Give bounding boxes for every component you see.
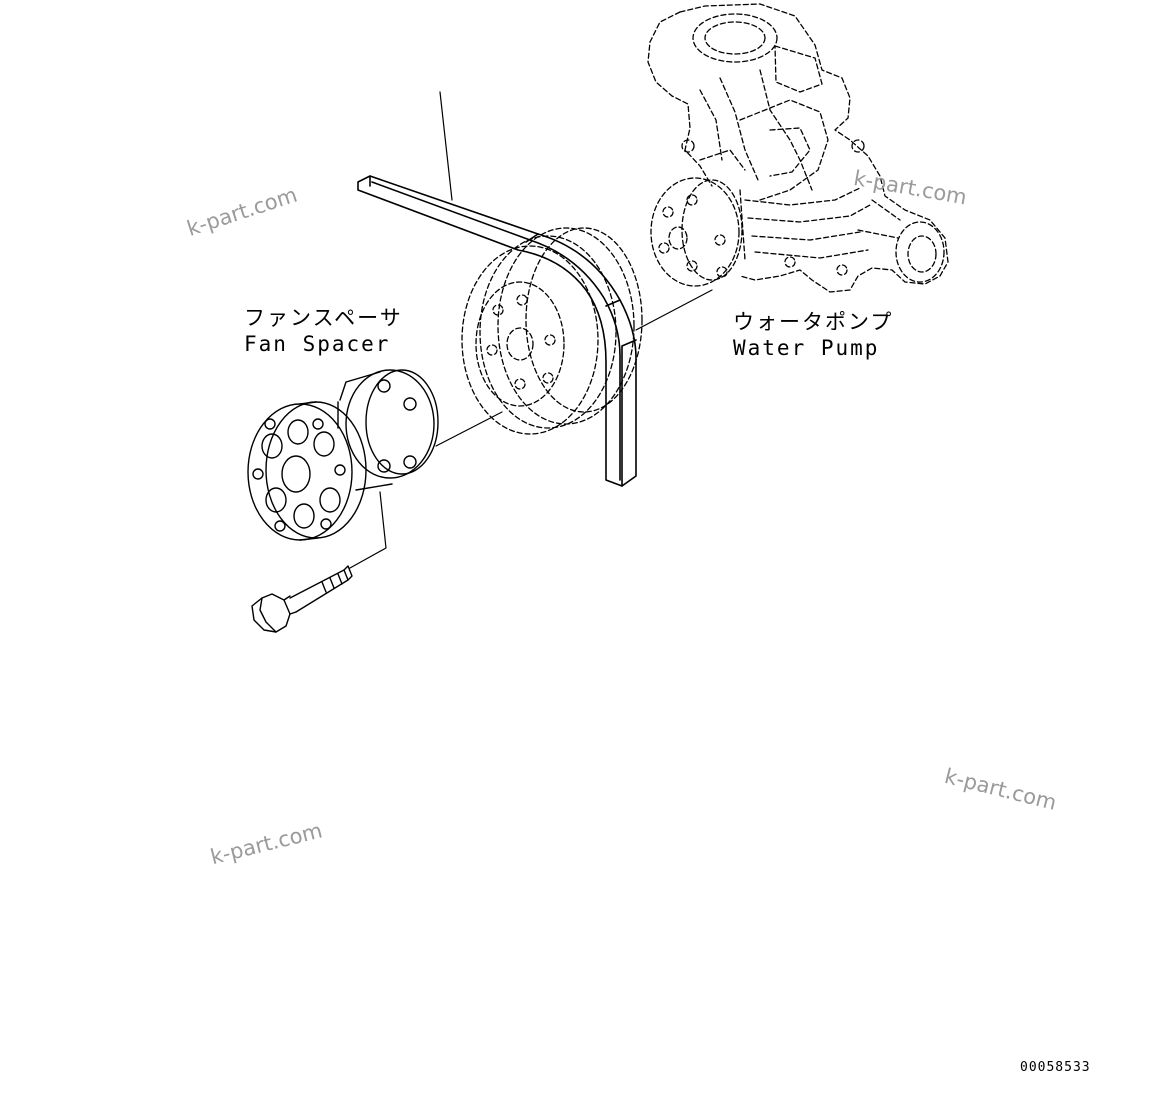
water-pump-outline — [647, 3, 949, 293]
pulley-outline — [461, 227, 643, 435]
fan-spacer — [247, 369, 439, 541]
water-pump-label-jp: ウォータポンプ — [733, 310, 894, 334]
leader-lines — [349, 91, 713, 569]
fan-spacer-label-en: Fan Spacer — [244, 332, 391, 356]
drawing-number: 00058533 — [1020, 1060, 1091, 1075]
v-belt — [357, 175, 637, 487]
fan-spacer-label-jp: ファンスペーサ — [244, 306, 403, 330]
bolt — [251, 565, 353, 633]
water-pump-label-en: Water Pump — [733, 336, 880, 360]
